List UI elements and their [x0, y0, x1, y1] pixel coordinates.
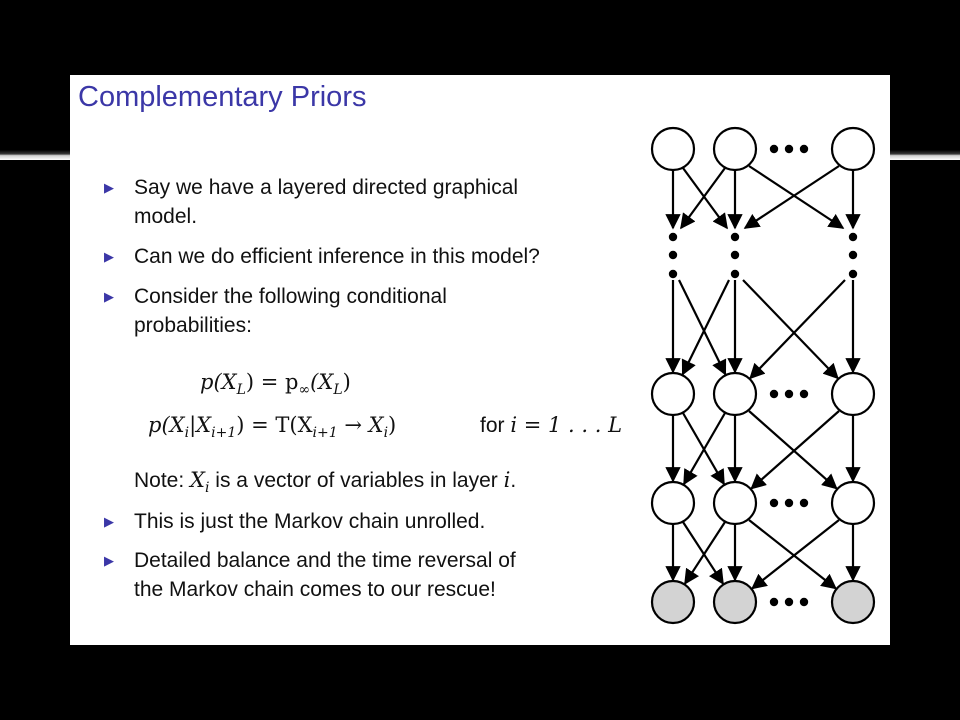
ellipsis-dot	[799, 597, 809, 607]
ellipsis-dot	[668, 250, 678, 260]
ellipsis-dot	[730, 269, 740, 279]
bullet-item: ▶ Say we have a layered directed graphic…	[104, 173, 519, 231]
ellipsis-dot	[799, 498, 809, 508]
ellipsis-dot	[784, 498, 794, 508]
edge-arrow	[751, 519, 840, 590]
ellipsis-dot	[769, 498, 779, 508]
edge-arrow	[750, 410, 840, 490]
hidden-node	[650, 371, 696, 417]
bullet-item: ▶ Can we do efficient inference in this …	[104, 242, 540, 271]
ellipsis-dot	[848, 269, 858, 279]
bullet-line: probabilities:	[134, 314, 252, 337]
bullet-item: ▶ Detailed balance and the time reversal…	[104, 546, 516, 604]
bullet-line: the Markov chain comes to our rescue!	[134, 578, 496, 601]
bullet-line: model.	[134, 205, 198, 228]
ellipsis-dot	[784, 144, 794, 154]
ellipsis-dot	[784, 389, 794, 399]
observed-node	[650, 579, 696, 625]
slide-title: Complementary Priors	[78, 81, 367, 113]
edge-arrow	[683, 412, 726, 486]
ellipsis-dot	[799, 144, 809, 154]
edge-arrow	[678, 279, 727, 376]
ellipsis-dot	[730, 232, 740, 242]
equation-range: for i = 1 . . . L	[480, 413, 622, 438]
ellipsis-dot	[769, 389, 779, 399]
edge-arrow	[684, 521, 726, 585]
bullet-item: ▶ Consider the following conditional pro…	[104, 282, 447, 340]
edge-arrow	[748, 165, 845, 229]
observed-node	[712, 579, 758, 625]
ellipsis-dot	[848, 250, 858, 260]
bullet-item: ▶ This is just the Markov chain unrolled…	[104, 507, 486, 536]
edge-arrow	[682, 521, 724, 585]
right-triangle-icon: ▶	[104, 249, 114, 264]
hidden-node	[650, 126, 696, 172]
edge-arrow	[748, 410, 838, 490]
ellipsis-dot	[668, 269, 678, 279]
bullet-line: Detailed balance and the time reversal o…	[134, 549, 516, 572]
ellipsis-dot	[784, 597, 794, 607]
edge-arrow	[682, 167, 728, 230]
observed-node	[830, 579, 876, 625]
edge-arrow	[743, 165, 840, 229]
hidden-node	[830, 480, 876, 526]
ellipsis-dot	[668, 232, 678, 242]
ellipsis-dot	[730, 250, 740, 260]
layered-graph-diagram	[650, 126, 876, 625]
note-text: Note: Xi is a vector of variables in lay…	[134, 468, 517, 497]
equation-conditional: p(Xi|Xi+1) = T(Xi+1 → Xi)	[148, 413, 397, 442]
hidden-node	[650, 480, 696, 526]
ellipsis-dot	[769, 144, 779, 154]
hidden-node	[712, 480, 758, 526]
hidden-node	[830, 371, 876, 417]
edge-arrow	[680, 167, 726, 230]
edge-arrow	[748, 519, 837, 590]
ellipsis-dot	[799, 389, 809, 399]
bullet-line: Consider the following conditional	[134, 285, 447, 308]
hidden-node	[712, 371, 758, 417]
bullet-line: Can we do efficient inference in this mo…	[134, 245, 540, 268]
hidden-node	[712, 126, 758, 172]
edge-arrow	[742, 279, 839, 380]
hidden-node	[830, 126, 876, 172]
bullet-line: Say we have a layered directed graphical	[134, 176, 519, 199]
right-triangle-icon: ▶	[104, 289, 114, 304]
ellipsis-dot	[848, 232, 858, 242]
for-range: i = 1 . . . L	[510, 413, 623, 437]
for-label: for	[480, 414, 505, 437]
right-triangle-icon: ▶	[104, 553, 114, 568]
bullet-line: This is just the Markov chain unrolled.	[134, 510, 486, 533]
edge-arrow	[681, 279, 730, 376]
right-triangle-icon: ▶	[104, 514, 114, 529]
equation-prior: p(XL) = p∞(XL)	[200, 370, 351, 399]
right-triangle-icon: ▶	[104, 180, 114, 195]
edge-arrow	[749, 279, 846, 380]
ellipsis-dot	[769, 597, 779, 607]
